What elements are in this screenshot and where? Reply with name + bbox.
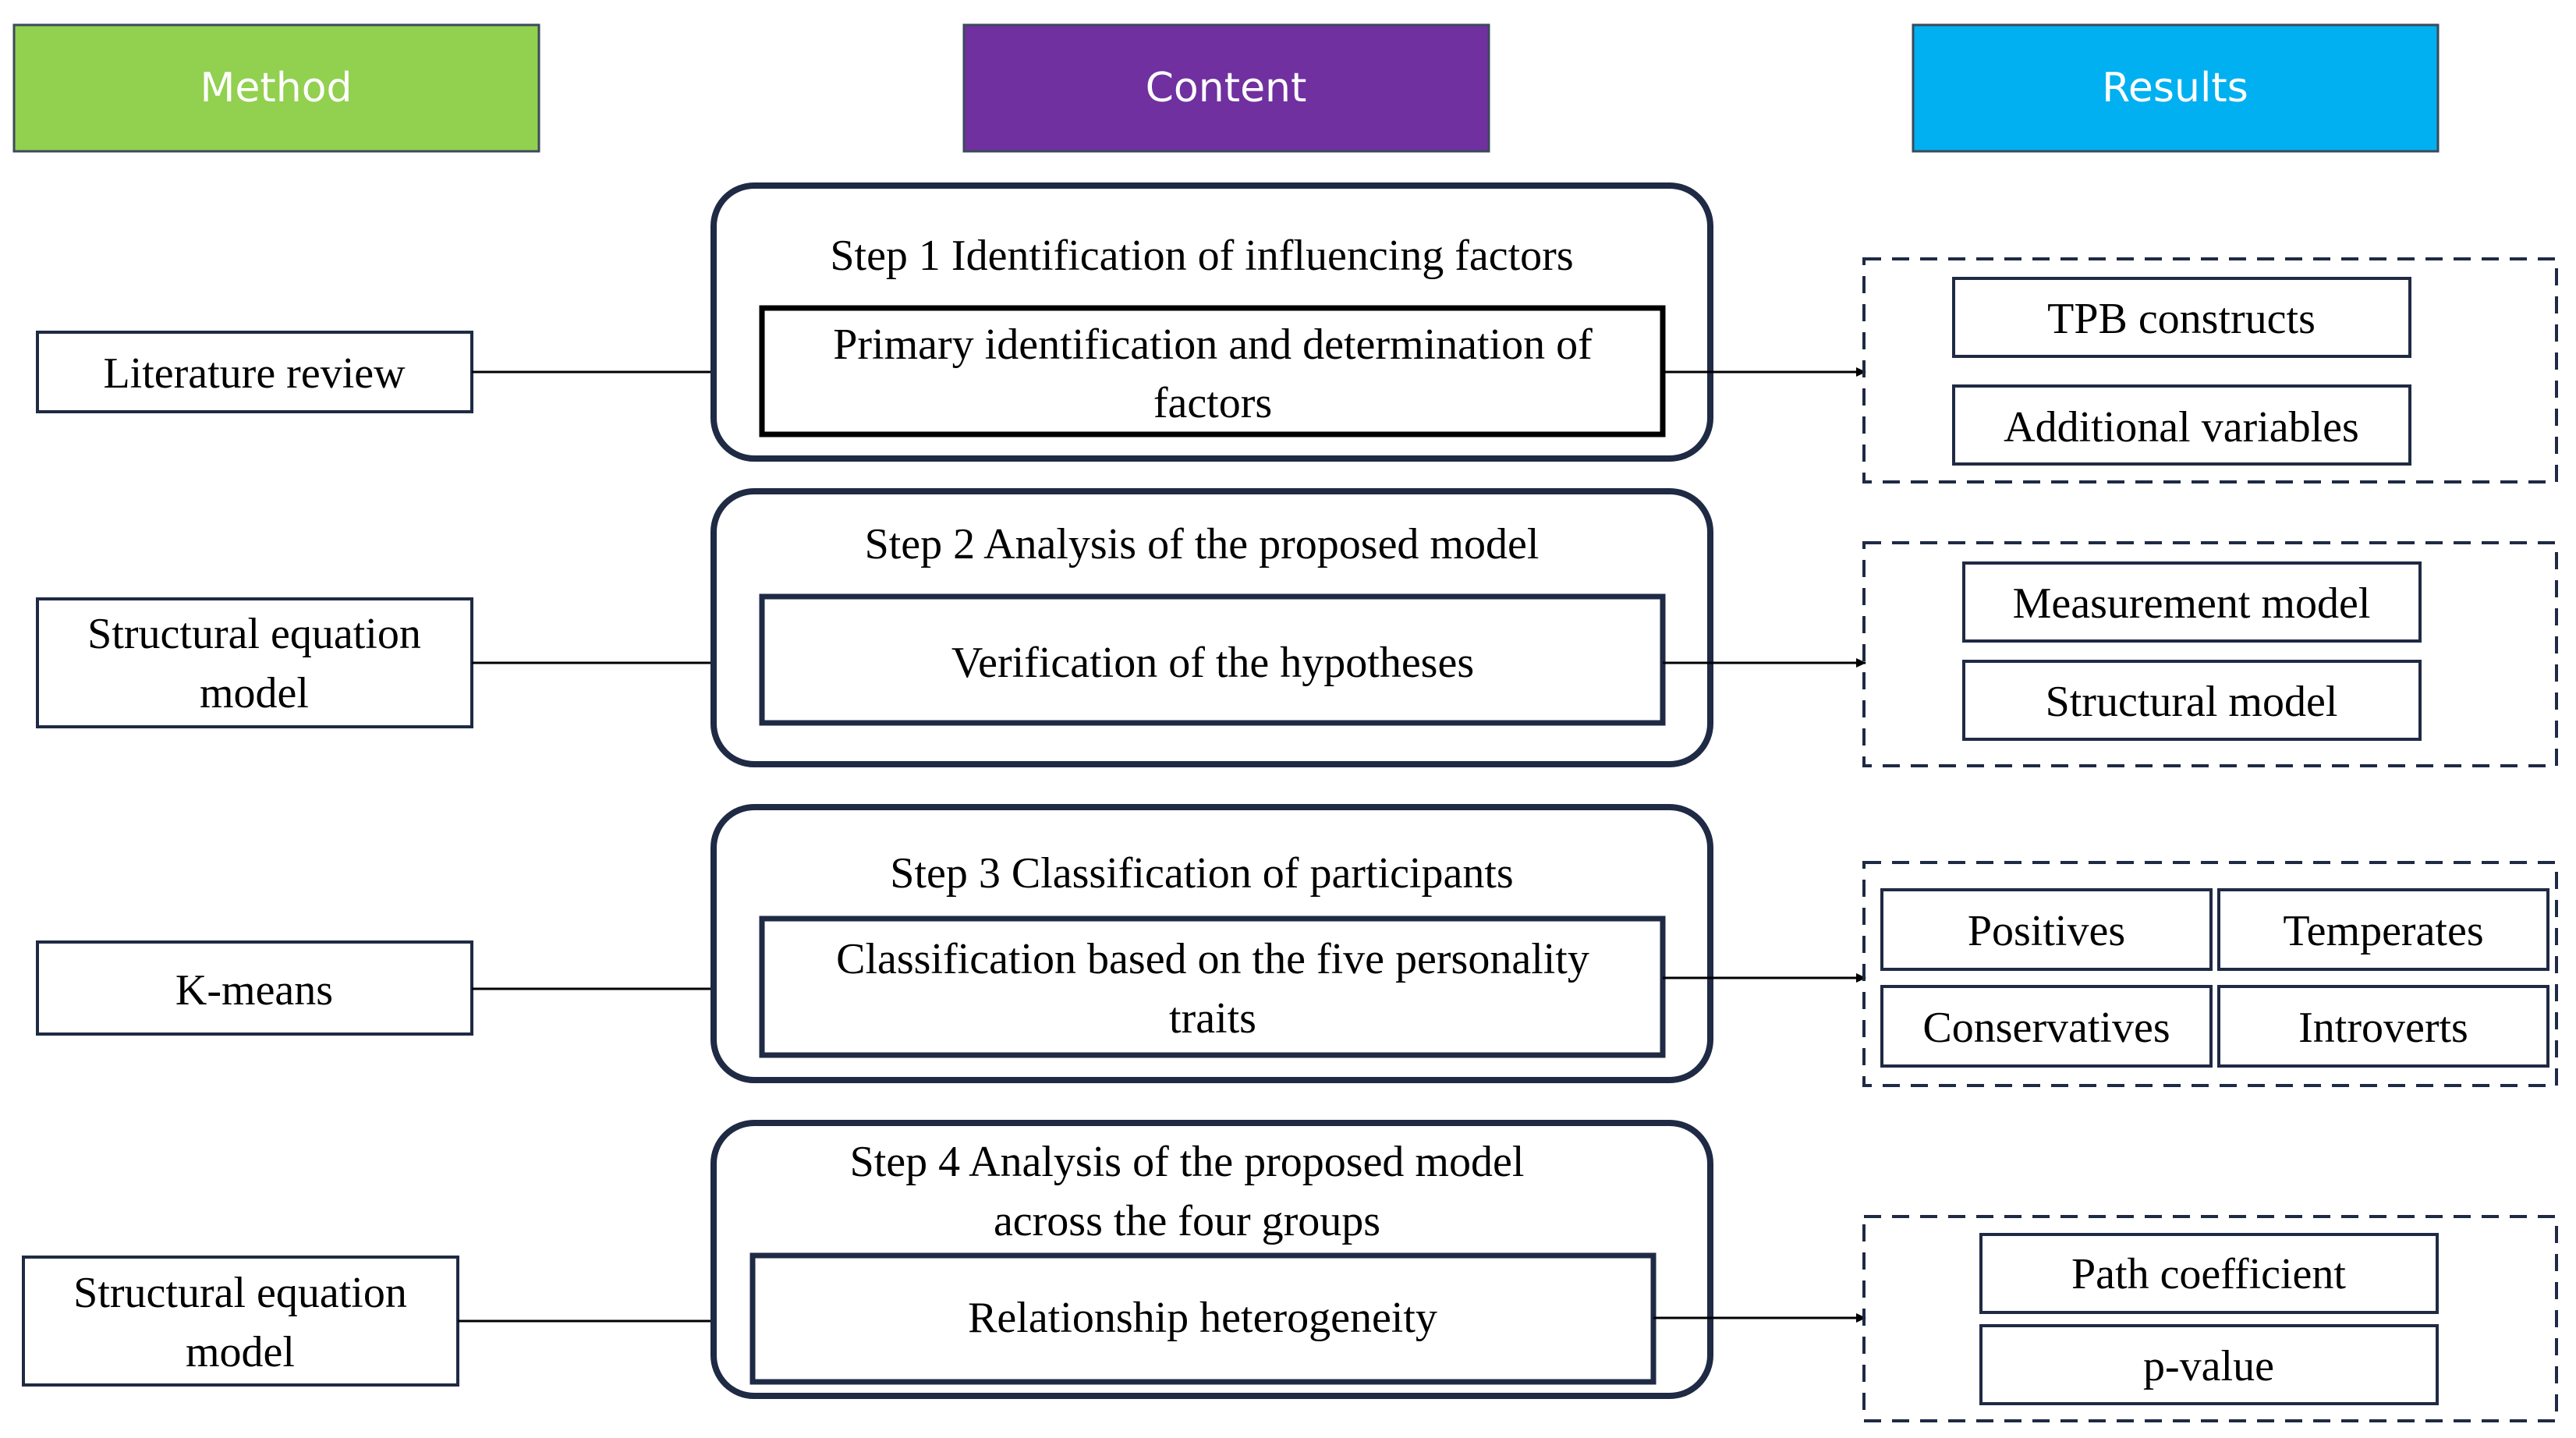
result-item: TPB constructs xyxy=(2047,295,2316,343)
step-title: across the four groups xyxy=(994,1197,1380,1245)
results-group: Positives Temperates Conservatives Intro… xyxy=(1862,861,2558,1087)
step-inner-label: Primary identification and determination… xyxy=(833,321,1593,369)
step-box: Step 4 Analysis of the proposed model ac… xyxy=(710,1120,1713,1399)
header-content: Content xyxy=(962,23,1490,153)
header-content-label: Content xyxy=(1146,65,1307,112)
step-inner-label: factors xyxy=(1153,379,1272,427)
step-title: Step 1 Identification of influencing fac… xyxy=(830,232,1573,280)
header-results: Results xyxy=(1912,23,2440,153)
result-item: Conservatives xyxy=(1922,1004,2170,1052)
step-box: Step 1 Identification of influencing fac… xyxy=(710,182,1713,462)
step-inner-label: traits xyxy=(1169,994,1256,1043)
step-box: Step 2 Analysis of the proposed model Ve… xyxy=(710,488,1713,767)
result-item: Temperates xyxy=(2283,907,2483,955)
step-box: Step 3 Classification of participants Cl… xyxy=(710,804,1713,1083)
header-results-label: Results xyxy=(2102,65,2248,112)
result-item: Additional variables xyxy=(2004,403,2359,452)
results-group: Path coefficient p-value xyxy=(1862,1215,2558,1422)
result-item: Path coefficient xyxy=(2071,1250,2346,1298)
step-inner-label: Relationship heterogeneity xyxy=(968,1294,1437,1342)
step-inner-label: Verification of the hypotheses xyxy=(951,639,1474,687)
method-box: Structural equation model xyxy=(36,597,473,728)
method-box: Structural equation model xyxy=(22,1256,459,1387)
method-label: Structural equation xyxy=(87,610,421,658)
result-item: p-value xyxy=(2143,1342,2274,1390)
method-label: model xyxy=(186,1328,295,1376)
method-box: Literature review xyxy=(36,331,473,413)
method-box: K-means xyxy=(36,940,473,1036)
method-label: Structural equation xyxy=(73,1269,407,1317)
result-item: Introverts xyxy=(2298,1004,2468,1052)
step-title: Step 2 Analysis of the proposed model xyxy=(865,520,1540,568)
results-group: TPB constructs Additional variables xyxy=(1862,257,2558,483)
result-item: Measurement model xyxy=(2013,579,2371,628)
step-title: Step 3 Classification of participants xyxy=(890,849,1513,898)
step-inner-label: Classification based on the five persona… xyxy=(836,935,1589,983)
method-label: K-means xyxy=(175,966,333,1015)
step-title: Step 4 Analysis of the proposed model xyxy=(850,1138,1525,1186)
method-label: Literature review xyxy=(103,349,406,398)
header-method: Method xyxy=(12,23,540,153)
result-item: Structural model xyxy=(2046,678,2338,726)
results-group: Measurement model Structural model xyxy=(1862,541,2558,767)
header-method-label: Method xyxy=(200,65,352,112)
method-label: model xyxy=(200,669,309,717)
result-item: Positives xyxy=(1968,907,2125,955)
